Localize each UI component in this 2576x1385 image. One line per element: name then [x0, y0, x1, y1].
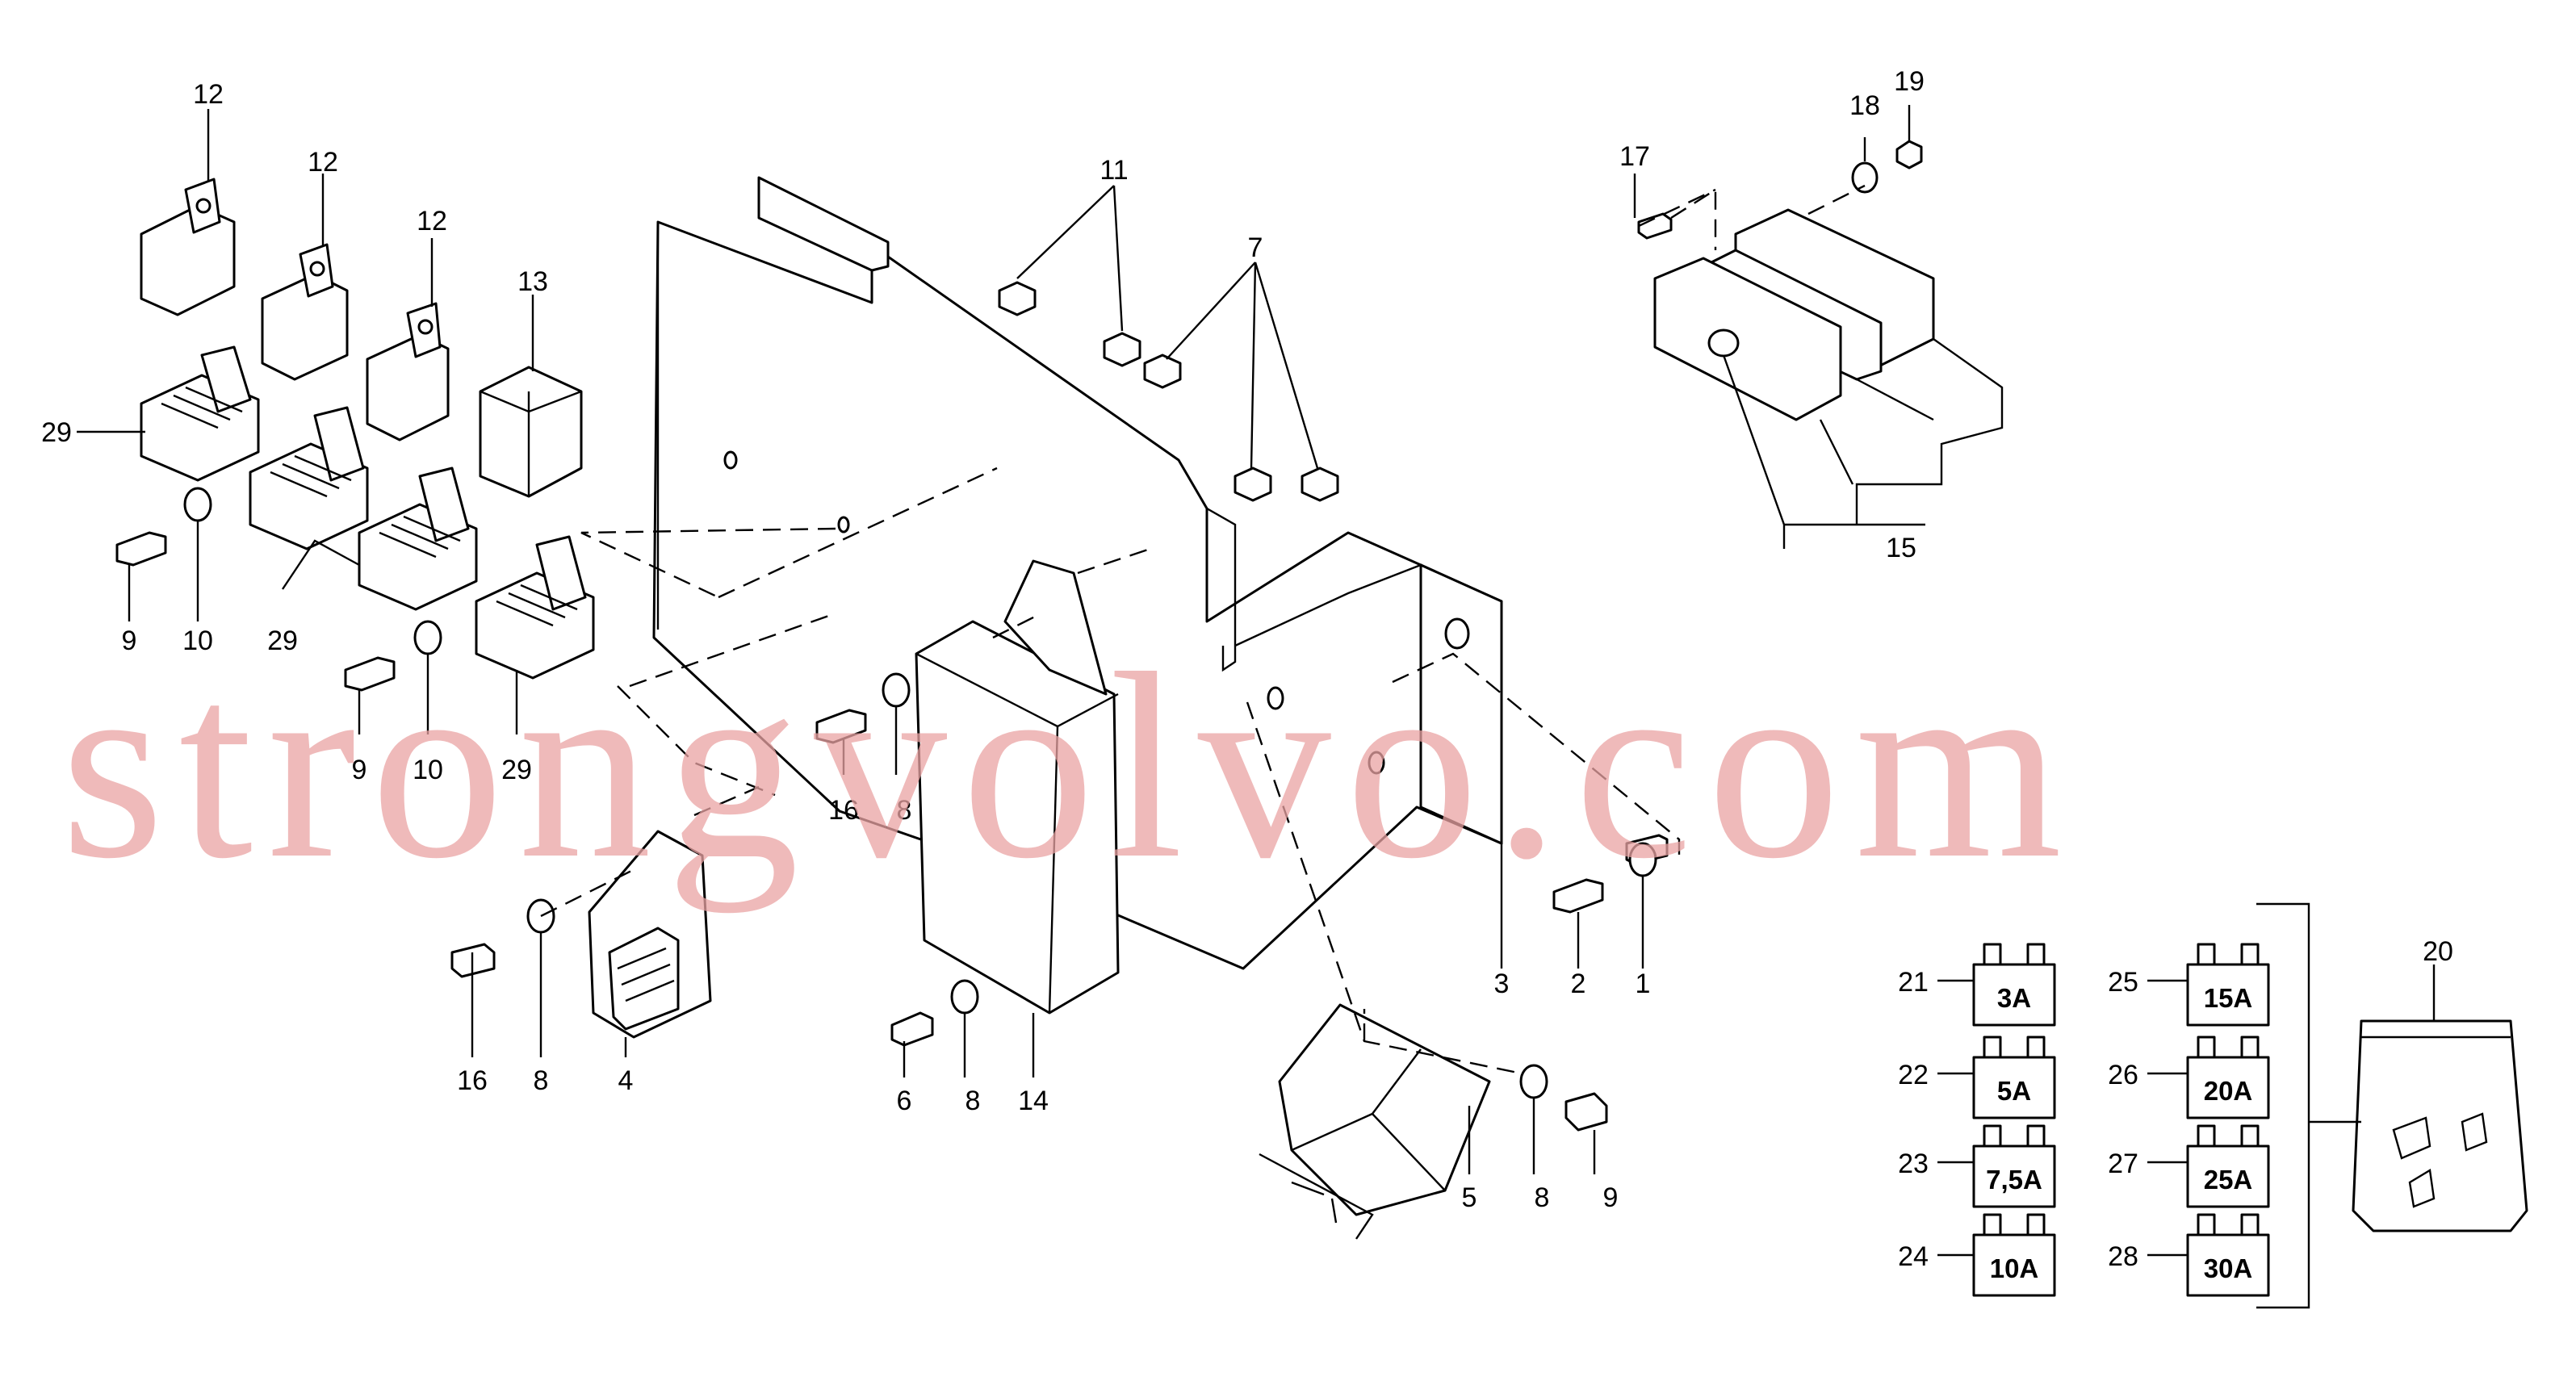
relay-socket-1	[140, 345, 260, 482]
callout-9c: 9	[1603, 1182, 1619, 1213]
relay-3	[366, 302, 450, 441]
fuse-kit-bag	[2352, 1019, 2528, 1232]
leader-lines	[77, 105, 2436, 1309]
callout-25: 25	[2108, 967, 2138, 998]
fuse-label-20a: 20A	[2204, 1076, 2253, 1106]
fuse-box	[1637, 140, 1935, 421]
fuse-label-5a: 5A	[1997, 1076, 2031, 1106]
fuse-label-3a: 3A	[1997, 983, 2031, 1013]
callout-12c: 12	[417, 206, 447, 236]
fuse-label-25a: 25A	[2204, 1165, 2253, 1195]
callout-7: 7	[1248, 232, 1263, 263]
fuse-label-15a: 15A	[2204, 983, 2253, 1013]
module-4	[588, 830, 712, 1039]
fuse-label-10a: 10A	[1990, 1253, 2039, 1283]
callout-27: 27	[2108, 1149, 2138, 1179]
relay-socket-3	[358, 467, 478, 611]
callout-26: 26	[2108, 1060, 2138, 1090]
callout-3: 3	[1494, 969, 1510, 999]
callout-16a: 16	[457, 1065, 488, 1096]
callout-10b: 10	[413, 755, 443, 785]
callout-9a: 9	[122, 626, 137, 656]
callout-8d: 8	[1535, 1182, 1550, 1213]
callout-2: 2	[1571, 969, 1586, 999]
callout-8c: 8	[965, 1086, 981, 1116]
flasher-unit	[479, 366, 583, 498]
callout-1: 1	[1636, 969, 1651, 999]
callout-24: 24	[1898, 1241, 1929, 1272]
callout-12a: 12	[193, 79, 224, 110]
callout-14: 14	[1018, 1086, 1049, 1116]
callout-29c: 29	[501, 755, 532, 785]
callout-18: 18	[1849, 90, 1880, 121]
callout-10a: 10	[182, 626, 213, 656]
callout-22: 22	[1898, 1060, 1929, 1090]
callout-28: 28	[2108, 1241, 2138, 1272]
fuse-label-30a: 30A	[2204, 1253, 2253, 1283]
callout-29a: 29	[41, 417, 72, 448]
alignment-lines	[540, 184, 1866, 1075]
connector-5	[1259, 1003, 1491, 1240]
callout-12b: 12	[308, 147, 338, 178]
fuses	[1972, 943, 2270, 1297]
callout-17: 17	[1619, 141, 1650, 172]
callout-20: 20	[2423, 936, 2453, 967]
callout-21: 21	[1898, 967, 1929, 998]
nuts	[998, 281, 1339, 502]
watermark-text: strongvolvo.com	[61, 619, 2076, 914]
callout-4: 4	[618, 1065, 634, 1096]
callout-19: 19	[1894, 66, 1925, 97]
callout-labels: 12 12 12 13 29 9 10 29 9 10 29 16 8 4 11…	[41, 66, 2453, 1272]
callout-13: 13	[517, 266, 548, 297]
fuse-labels: 3A 5A 7,5A 10A 15A 20A 25A 30A	[1986, 983, 2252, 1283]
callout-6: 6	[897, 1086, 912, 1116]
callout-8b: 8	[897, 795, 912, 826]
callout-5: 5	[1462, 1182, 1477, 1213]
callout-16b: 16	[828, 795, 859, 826]
relay-socket-2	[249, 406, 369, 550]
callout-9b: 9	[352, 755, 367, 785]
control-unit	[915, 559, 1120, 1015]
relay-1	[140, 178, 236, 316]
callout-8a: 8	[534, 1065, 549, 1096]
relay-2	[261, 243, 349, 381]
relay-socket-4	[475, 535, 595, 680]
callout-23: 23	[1898, 1149, 1929, 1179]
callout-29b: 29	[267, 626, 298, 656]
fuse-label-7-5a: 7,5A	[1986, 1165, 2042, 1195]
callout-11: 11	[1100, 155, 1128, 186]
callout-15: 15	[1886, 533, 1916, 563]
